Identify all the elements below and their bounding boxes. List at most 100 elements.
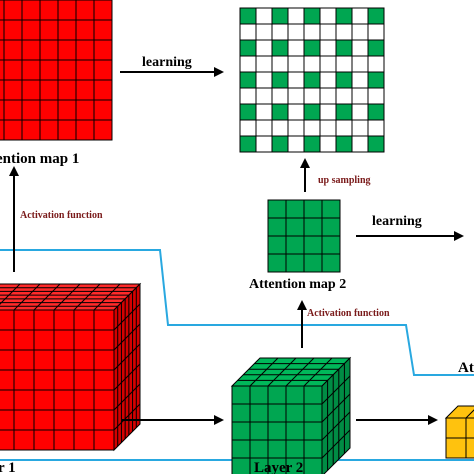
upsampled-map-cell	[287, 7, 305, 25]
layer-3-top-face	[444, 405, 474, 419]
layer-1-front-cell	[0, 309, 15, 331]
arrows	[9, 67, 464, 425]
attention-map-2-cell	[267, 235, 287, 255]
upsampled-map-cell	[287, 55, 305, 73]
upsampled-map-cell	[319, 7, 337, 25]
attention-map-1-cell	[93, 99, 113, 121]
attention-map-2-cell	[267, 199, 287, 219]
layer-1-front-cell	[53, 309, 75, 331]
attention-map-1-cell	[21, 59, 41, 81]
attention-map-1-cell	[0, 99, 5, 121]
attention-map-1-cell	[21, 0, 41, 21]
attention-map-2-cell	[321, 235, 341, 255]
layer-2-front-cell	[303, 457, 323, 474]
layer-1-side-face	[113, 282, 141, 452]
upsampled-map-cell	[367, 39, 385, 57]
layer-1-front-cell	[0, 429, 15, 451]
attention-map-1-cell	[21, 19, 41, 41]
layer-2-front-cell	[267, 439, 287, 459]
layer-1-front-cell	[13, 329, 35, 351]
attention-map-1-label: ention map 1	[0, 151, 79, 167]
upsampled-map-cell	[335, 39, 353, 57]
layer-1-front-cell	[33, 409, 55, 431]
layer-2-label: Layer 2	[254, 460, 303, 474]
attention-map-1-cell	[3, 59, 23, 81]
upsampled-map-cell	[287, 135, 305, 153]
attention-map-1-cell	[0, 119, 5, 141]
layer-1-front-cell	[93, 429, 115, 451]
upsampled-map-cell	[271, 87, 289, 105]
layer-2-front-cell	[285, 439, 305, 459]
upsampled-map-cell	[287, 71, 305, 89]
layer-1-front-cell	[73, 429, 95, 451]
attention-map-1-cell	[57, 19, 77, 41]
upsampled-map-cell	[239, 23, 257, 41]
attention-map-1-cell	[75, 119, 95, 141]
upsampled-map-cell	[255, 23, 273, 41]
attention-map-2-cell	[285, 235, 305, 255]
activation-function-label-left: Activation function	[20, 210, 103, 221]
attention-map-2-cell	[285, 253, 305, 273]
layer-1-front-cell	[93, 369, 115, 391]
layer-1-front-cell	[53, 369, 75, 391]
upsampled-map-cell	[287, 119, 305, 137]
layer-1-label: r 1	[0, 460, 16, 474]
attention-map-1-cell	[0, 79, 5, 101]
attention-map-2-grid	[267, 199, 341, 273]
layer-2-front-cell	[249, 385, 269, 405]
attention-map-1-cell	[39, 99, 59, 121]
attention-map-1-cell	[75, 99, 95, 121]
layer-1-front-cell	[73, 309, 95, 331]
attention-map-1-cell	[75, 0, 95, 21]
attention-map-1-grid	[0, 0, 113, 141]
layer-1-front-cell	[93, 389, 115, 411]
upsampled-map-cell	[271, 103, 289, 121]
attention-map-2-cell	[303, 199, 323, 219]
upsampled-map-cell	[303, 39, 321, 57]
upsampled-map-cell	[255, 55, 273, 73]
upsampled-map-cell	[303, 55, 321, 73]
layer-2-front-cell	[231, 457, 251, 474]
upsampled-map-cell	[271, 23, 289, 41]
attention-map-2-cell	[321, 199, 341, 219]
layer-2-cube	[230, 356, 352, 474]
upsampled-map-cell	[287, 87, 305, 105]
attention-map-1-cell	[93, 119, 113, 141]
upsampled-attention-map-grid	[239, 7, 385, 153]
attention-map-1-cell	[0, 19, 5, 41]
layer-2-front-cell	[267, 421, 287, 441]
attention-map-1-cell	[3, 39, 23, 61]
upsampled-map-cell	[287, 23, 305, 41]
attention-map-1-cell	[39, 0, 59, 21]
upsampled-map-cell	[335, 23, 353, 41]
layer-1-front-cell	[93, 409, 115, 431]
upsampled-map-cell	[351, 7, 369, 25]
upsampled-map-cell	[239, 71, 257, 89]
attention-map-2-cell	[321, 253, 341, 273]
upsampled-map-cell	[255, 87, 273, 105]
attention-map-2-cell	[303, 217, 323, 237]
upsampled-map-cell	[319, 119, 337, 137]
attention-map-1-cell	[75, 19, 95, 41]
upsampled-map-cell	[239, 55, 257, 73]
upsampled-map-cell	[351, 55, 369, 73]
layer-1-front-cell	[33, 369, 55, 391]
attention-map-3-label-partial: At	[458, 360, 474, 376]
layer-1-front-cell	[0, 349, 15, 371]
layer-1-front-cell	[53, 349, 75, 371]
layer-1-front-cell	[93, 329, 115, 351]
upsampled-map-cell	[351, 103, 369, 121]
upsampled-map-cell	[271, 119, 289, 137]
upsampled-map-cell	[239, 39, 257, 57]
upsampled-map-cell	[335, 55, 353, 73]
upsampled-map-cell	[239, 119, 257, 137]
attention-map-1-cell	[57, 59, 77, 81]
attention-map-1-cell	[3, 99, 23, 121]
upsampled-map-cell	[255, 119, 273, 137]
layer-2-front-cell	[303, 421, 323, 441]
layer-2-front-cell	[267, 385, 287, 405]
layer-1-front-cell	[13, 349, 35, 371]
layer-2-front-cell	[285, 421, 305, 441]
learning-label-top: learning	[142, 55, 192, 70]
attention-map-1-cell	[3, 0, 23, 21]
